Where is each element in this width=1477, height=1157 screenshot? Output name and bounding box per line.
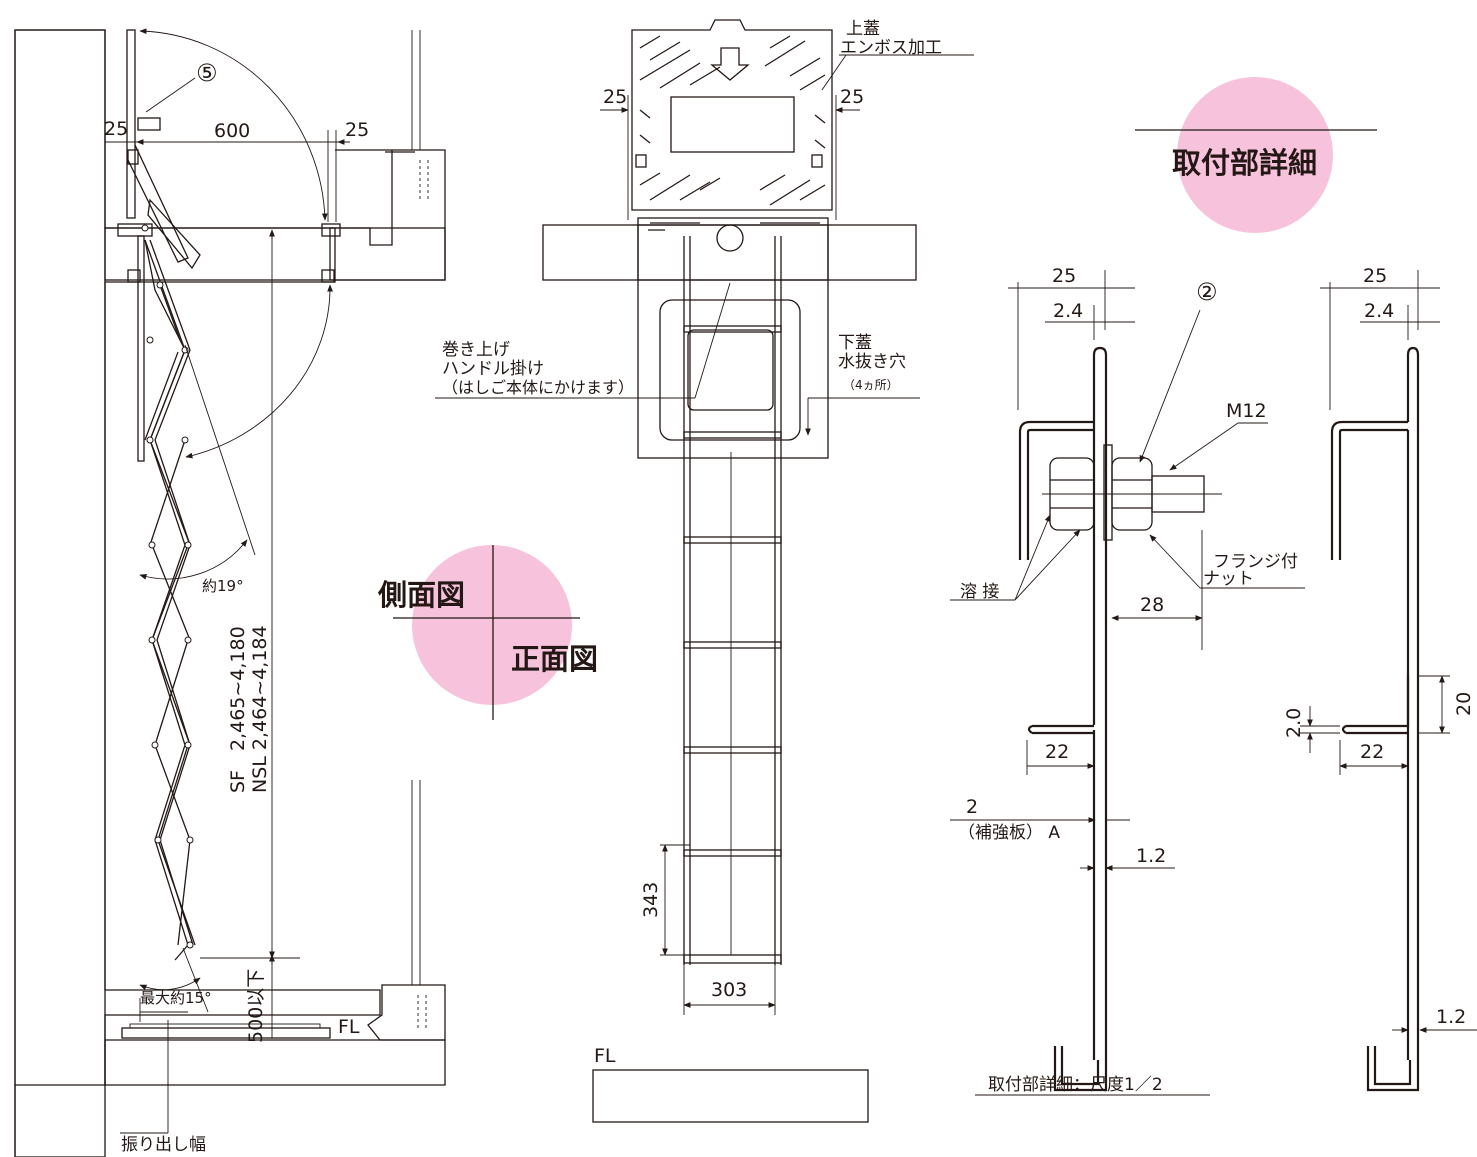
length-nsl-label: NSL 2,464~4,184: [249, 625, 271, 793]
frame-box: [637, 217, 829, 459]
drain-hole-label: 水抜き穴: [838, 352, 906, 372]
detail-scale-label: 取付部詳細：尺度1／2: [988, 1075, 1163, 1095]
wall-section: [14, 29, 381, 1086]
wall-left: [14, 29, 106, 1157]
dim-500-label: 500以下: [245, 969, 267, 1043]
arrow-down-icon: [710, 47, 750, 81]
dim-600: 600: [214, 120, 250, 142]
highlight-circle-views: [412, 545, 572, 705]
detail-plate-2: 2: [966, 796, 978, 818]
front-floor-label: FL: [594, 1045, 616, 1067]
swing-width-label: 振り出し幅: [121, 1135, 206, 1155]
detail-dim-12: 1.2: [1136, 845, 1166, 867]
detail-b-dim-20: 2.0: [1283, 708, 1305, 738]
weld-label: 溶 接: [960, 582, 999, 602]
dim-343: 343: [640, 882, 662, 918]
bolt-label: M12: [1226, 400, 1267, 422]
handle-hook-label-1: 巻き上げ: [442, 340, 510, 360]
handle-hook-label-2: ハンドル掛け: [442, 359, 544, 379]
angle-19-label: 約19°: [202, 577, 244, 595]
detail-b: [1300, 270, 1477, 1092]
detail-b-dim-22: 22: [1360, 741, 1384, 763]
detail-dim-25: 25: [1052, 265, 1076, 287]
part-number-5: ⑤: [196, 59, 218, 87]
detail-a: [950, 270, 1305, 1096]
reinforcing-plate-label: （補強板） A: [958, 823, 1060, 843]
side-view: [14, 28, 446, 1157]
detail-dim-22: 22: [1045, 741, 1069, 763]
handle-hook-label-3: （はしご本体にかけます）: [442, 378, 634, 397]
side-floor-label: FL: [338, 1016, 360, 1038]
detail-title: 取付部詳細: [1172, 146, 1317, 180]
front-dim-25-right: 25: [840, 86, 864, 108]
drain-hole-count: （4ヵ所）: [843, 378, 899, 392]
top-lid-label: 上蓋: [846, 19, 880, 39]
part-number-2: ②: [1196, 278, 1218, 306]
bottom-lid-label: 下蓋: [838, 333, 872, 353]
detail-b-dim-12: 1.2: [1436, 1006, 1466, 1028]
front-dim-25-left: 25: [603, 86, 627, 108]
front-ceiling-slab: [542, 224, 917, 281]
side-view-title: 側面図: [377, 578, 465, 612]
angle-15-label: 最大約15°: [140, 989, 212, 1007]
flange-nut-label-2: ナット: [1203, 569, 1254, 589]
dim-25-left: 25: [104, 118, 128, 140]
detail-dim-28: 28: [1140, 594, 1164, 616]
detail-dim-24: 2.4: [1053, 300, 1083, 322]
flange-nut-label-1: フランジ付: [1213, 552, 1298, 572]
floor-slab: [104, 1039, 446, 1086]
length-sf-label: SF 2,465~4,180: [227, 626, 249, 793]
ladder-rungs: [683, 325, 782, 964]
dim-303: 303: [711, 979, 747, 1001]
detail-b-dim-20b: 20: [1453, 692, 1475, 716]
ceiling-slab: [329, 149, 446, 281]
emboss-label: エンボス加工: [840, 38, 942, 58]
front-floor-slab: [592, 1069, 869, 1123]
detail-b-dim-25: 25: [1363, 265, 1387, 287]
opened-lid: [126, 29, 136, 219]
front-view: [435, 19, 974, 1123]
front-view-title: 正面図: [511, 642, 598, 676]
top-lid: [631, 19, 833, 211]
detail-b-dim-24: 2.4: [1364, 300, 1394, 322]
dim-25-right: 25: [345, 119, 369, 141]
highlight-circle-detail: [1177, 77, 1333, 233]
